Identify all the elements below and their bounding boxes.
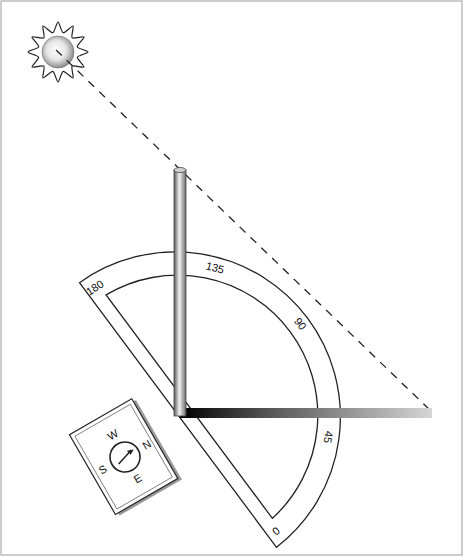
- angle-label: 45: [322, 430, 335, 444]
- pole-shadow: [180, 408, 432, 418]
- sight-line: [56, 50, 432, 412]
- pole-top: [174, 168, 186, 173]
- compass: [69, 397, 181, 517]
- pole: [174, 170, 186, 416]
